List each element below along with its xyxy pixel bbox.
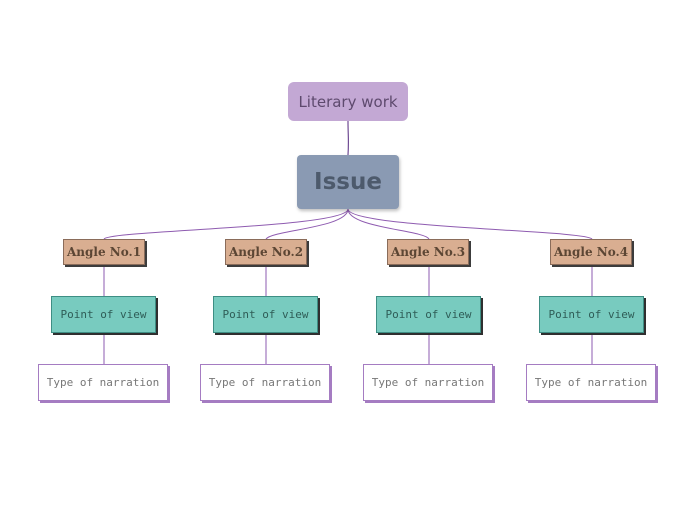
angle-node-3[interactable]: Angle No.3	[387, 239, 469, 265]
root-node-literary-work[interactable]: Literary work	[288, 82, 408, 121]
angle-node-2[interactable]: Angle No.2	[225, 239, 307, 265]
narration-node-label: Type of narration	[371, 376, 485, 389]
angle-node-label: Angle No.4	[553, 245, 629, 259]
pov-node-4[interactable]: Point of view	[539, 296, 644, 333]
pov-node-label: Point of view	[385, 308, 472, 321]
angle-node-label: Angle No.2	[228, 245, 304, 259]
connector-issue-angle-1	[103, 208, 349, 240]
narration-node-1[interactable]: Type of narration	[38, 364, 168, 401]
angle-node-label: Angle No.3	[390, 245, 466, 259]
narration-node-2[interactable]: Type of narration	[200, 364, 330, 401]
connector-issue-angle-2	[265, 208, 349, 240]
narration-node-label: Type of narration	[46, 376, 160, 389]
pov-node-label: Point of view	[548, 308, 635, 321]
angle-node-4[interactable]: Angle No.4	[550, 239, 632, 265]
issue-node-label: Issue	[314, 169, 382, 195]
narration-node-label: Type of narration	[534, 376, 648, 389]
pov-node-label: Point of view	[60, 308, 147, 321]
root-node-label: Literary work	[298, 92, 398, 111]
issue-node[interactable]: Issue	[297, 155, 399, 209]
connector-issue-angle-3	[347, 208, 430, 240]
narration-node-label: Type of narration	[208, 376, 322, 389]
connector-issue-angle-4	[347, 208, 593, 240]
angle-node-label: Angle No.1	[66, 245, 142, 259]
pov-node-1[interactable]: Point of view	[51, 296, 156, 333]
narration-node-3[interactable]: Type of narration	[363, 364, 493, 401]
narration-node-4[interactable]: Type of narration	[526, 364, 656, 401]
pov-node-3[interactable]: Point of view	[376, 296, 481, 333]
pov-node-2[interactable]: Point of view	[213, 296, 318, 333]
angle-node-1[interactable]: Angle No.1	[63, 239, 145, 265]
pov-node-label: Point of view	[222, 308, 309, 321]
